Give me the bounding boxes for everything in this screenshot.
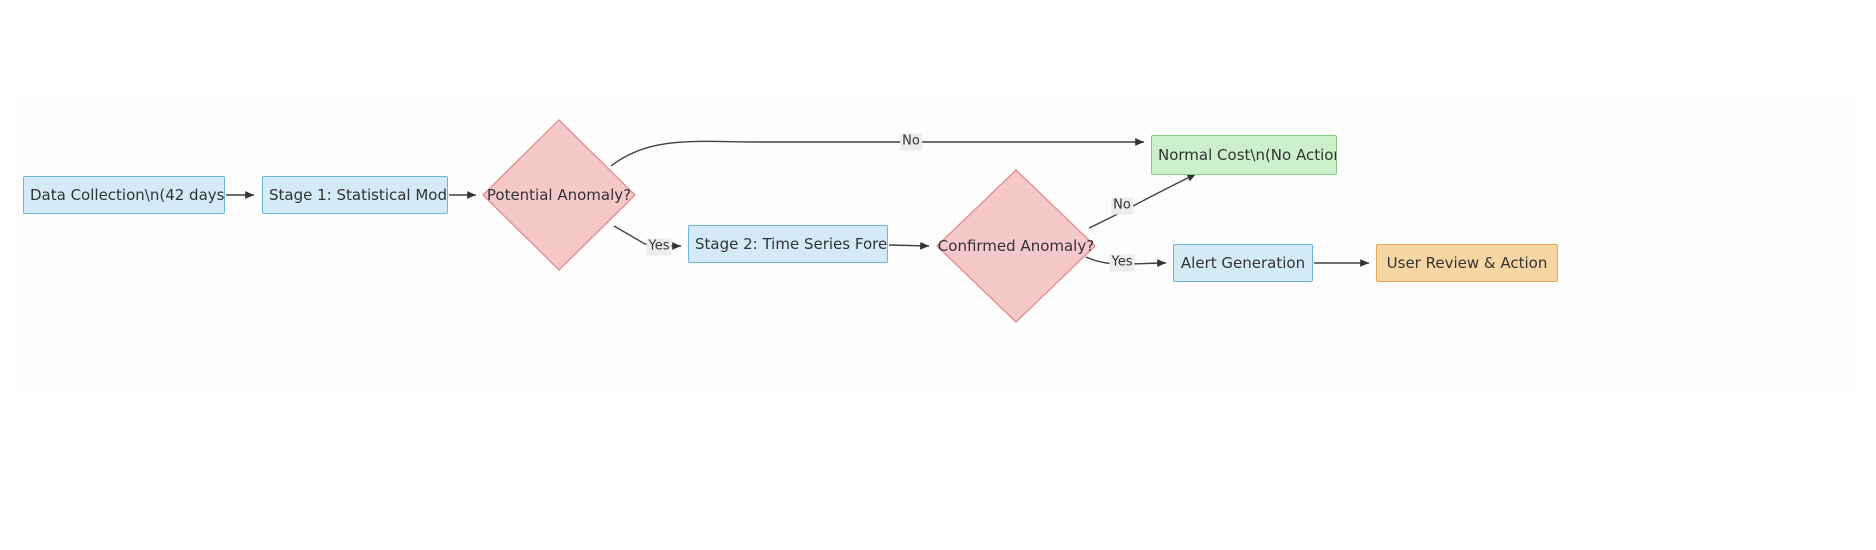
node-normal-cost[interactable]: Normal Cost\n(No Action) <box>1151 135 1337 175</box>
edge-label-yes-confirmed: Yes <box>1109 254 1135 272</box>
node-data-collection-label: Data Collection\n(42 days hi <box>30 185 224 204</box>
node-data-collection[interactable]: Data Collection\n(42 days hi <box>23 176 225 214</box>
edge-label-no-potential: No <box>900 133 922 151</box>
node-user-review-label: User Review & Action <box>1386 253 1548 272</box>
edge-potential-anomaly-to-normal-cost <box>610 138 1144 167</box>
node-alert-generation[interactable]: Alert Generation <box>1173 244 1313 282</box>
node-stage-2[interactable]: Stage 2: Time Series Foreca <box>688 225 888 263</box>
node-confirmed-anomaly-label: Confirmed Anomaly? <box>937 237 1095 255</box>
edge-label-yes-potential: Yes <box>646 238 672 256</box>
node-user-review[interactable]: User Review & Action <box>1376 244 1558 282</box>
node-stage-2-label: Stage 2: Time Series Foreca <box>695 234 887 253</box>
node-alert-generation-label: Alert Generation <box>1180 253 1306 272</box>
node-potential-anomaly-shape[interactable] <box>482 119 636 271</box>
node-normal-cost-label: Normal Cost\n(No Action) <box>1158 145 1336 164</box>
node-stage-1-label: Stage 1: Statistical Model <box>269 185 447 204</box>
node-potential-anomaly-label: Potential Anomaly? <box>486 186 632 204</box>
node-confirmed-anomaly[interactable]: Confirmed Anomaly? <box>937 170 1095 322</box>
edge-confirmed-anomaly-to-normal-cost <box>1088 173 1197 229</box>
edge-label-no-confirmed: No <box>1111 197 1133 215</box>
node-potential-anomaly[interactable]: Potential Anomaly? <box>483 120 635 270</box>
edge-stage-2-to-confirmed-anomaly <box>888 241 930 250</box>
node-stage-1[interactable]: Stage 1: Statistical Model <box>262 176 448 214</box>
node-confirmed-anomaly-shape[interactable] <box>936 169 1096 323</box>
